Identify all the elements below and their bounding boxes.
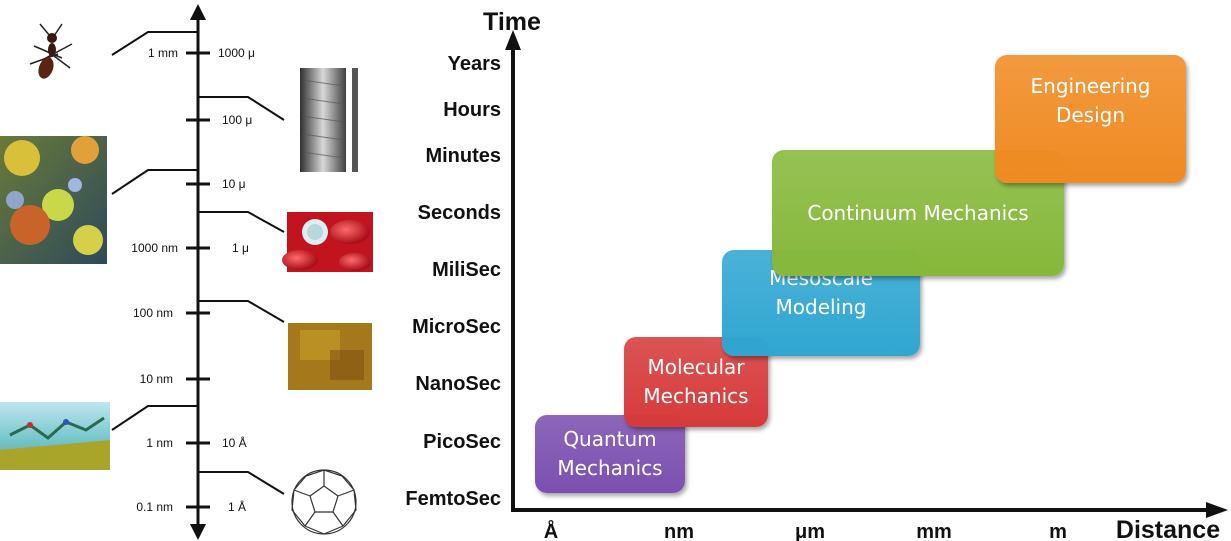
box-label: Quantum Mechanics [557,427,663,480]
fiber-picture [300,68,358,172]
y-axis-title: Time [483,8,541,36]
scale-arrow-up-icon [190,4,206,20]
scale-right-label: 1 μ [232,241,249,255]
scale-left-label: 1 mm [148,46,178,60]
x-tick-label: m [1049,521,1067,541]
y-tick-label: Hours [443,99,501,121]
quantum-mechanics-box: Quantum Mechanics [535,415,685,493]
scale-left-label: 1 nm [146,436,173,450]
scale-bar: 1 mm 1000 nm 100 nm 10 nm 1 nm 0.1 nm 10… [131,4,255,540]
blood-cells-picture [282,212,373,272]
y-tick-label: FemtoSec [405,488,501,510]
scale-left-label: 100 nm [133,306,173,320]
surface-texture-picture [288,323,372,390]
scale-arrow-down-icon [190,524,206,540]
buckyball-picture [291,469,357,535]
x-tick-label: Å [544,519,558,541]
box-label: Molecular Mechanics [643,355,749,408]
box-label: Continuum Mechanics [807,200,1029,225]
scale-right-label: 10 Å [222,435,247,450]
y-tick-label: PicoSec [423,431,501,453]
y-tick-label: Seconds [418,202,501,224]
scale-left-label: 10 nm [140,372,173,386]
ant-picture [29,23,73,79]
x-tick-label: mm [916,521,952,541]
x-tick-label: nm [664,521,694,541]
x-axis-title: Distance [1116,516,1220,541]
scale-right-label: 10 μ [222,177,246,191]
scale-right-label: 1 Å [228,499,246,514]
molecule-surface-picture [0,402,110,470]
engineering-design-box: Engineering Design [995,55,1186,183]
box-label: Engineering Design [1030,74,1151,127]
y-tick-label: Minutes [425,145,501,167]
y-tick-label: NanoSec [415,373,501,395]
connector-lines [111,31,285,495]
scale-left-label: 0.1 nm [136,500,173,514]
scale-right-label: 1000 μ [218,46,255,60]
y-tick-label: MicroSec [412,316,501,338]
x-axis-arrow-icon [1206,502,1228,518]
time-distance-graph: Time Distance Years Hours Minutes Second… [405,8,1228,541]
pollen-picture [0,136,107,264]
x-tick-label: μm [795,521,825,541]
y-tick-label: MiliSec [432,259,501,281]
scale-left-label: 1000 nm [131,241,178,255]
y-axis-arrow-icon [505,30,521,50]
y-tick-label: Years [448,53,501,75]
scale-right-label: 100 μ [222,113,252,127]
